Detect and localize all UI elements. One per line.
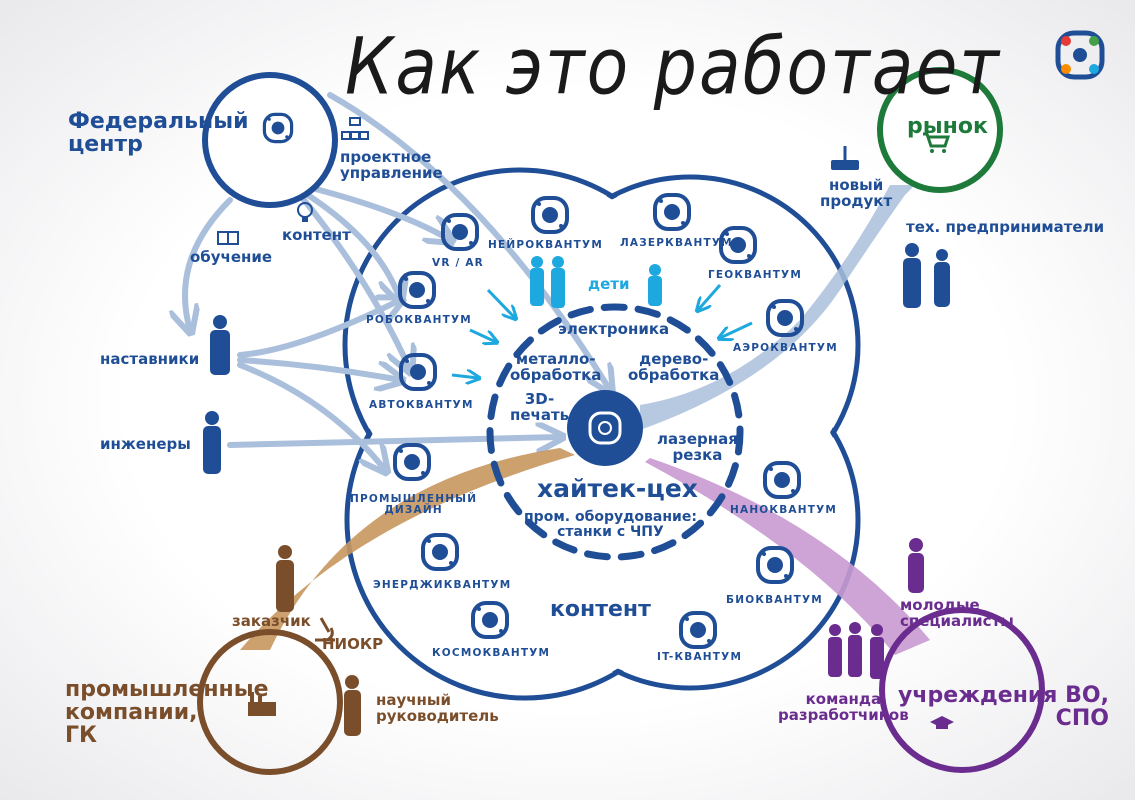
industry-line1: промышленные	[65, 677, 269, 702]
router-icon	[831, 146, 859, 170]
robo-label: РОБОКВАНТУМ	[366, 314, 472, 326]
microscope-icon	[315, 617, 335, 642]
universities-line1: учреждения ВО,	[898, 683, 1109, 708]
universities-label: учреждения ВО,СПО	[898, 684, 1109, 730]
metal-line1: металло-	[515, 350, 596, 368]
aero-label: АЭРОКВАНТУМ	[733, 342, 838, 354]
project-mgmt-line2: управление	[340, 163, 443, 182]
project-mgmt-line1: проектное	[340, 148, 432, 166]
content-center-label: контент	[550, 597, 651, 622]
market-band	[640, 185, 915, 430]
mentors-label: наставники	[100, 350, 200, 368]
federal-arrows	[185, 92, 610, 470]
entrepreneurs-label: тех. предприниматели	[906, 218, 1105, 236]
book-icon	[217, 231, 239, 245]
cosmo-label: КОСМОКВАНТУМ	[432, 647, 551, 659]
energy-label: ЭНЕРДЖИКВАНТУМ	[373, 579, 512, 591]
page-title: Как это работает	[345, 22, 1001, 113]
cart-icon	[923, 132, 951, 153]
new-product-line2: продукт	[820, 191, 893, 210]
auto-label: АВТОКВАНТУМ	[369, 399, 474, 411]
laser-cut-line2: резка	[672, 445, 723, 464]
3d-printing-label: 3D-печать	[510, 390, 570, 424]
kvantorium-logo-icon	[1055, 30, 1105, 80]
laser-cut-line1: лазерная	[657, 430, 738, 448]
children-label: дети	[588, 275, 630, 293]
graduation-cap-icon	[930, 716, 954, 729]
nano-label: НАНОКВАНТУМ	[730, 504, 838, 516]
bio-label: БИОКВАНТУМ	[726, 594, 823, 606]
supervisor-line2: руководитель	[376, 706, 499, 725]
geo-label: ГЕОКВАНТУМ	[708, 269, 802, 281]
mentor-silhouette	[210, 315, 230, 375]
factory-icon	[248, 692, 276, 716]
engineer-silhouette	[203, 411, 221, 474]
main-cloud-shape	[342, 167, 861, 701]
universities-band	[645, 458, 930, 655]
it-label: IT-КВАНТУМ	[657, 651, 743, 663]
new-product-line1: новый	[828, 176, 884, 194]
center-hub-icon	[567, 390, 643, 466]
equipment-line1: пром. оборудование:	[524, 509, 697, 525]
electronics-label: электроника	[558, 320, 670, 338]
print3d-line2: печать	[510, 405, 570, 424]
rnd-label: НИОКР	[322, 635, 384, 653]
project-management-icon	[341, 117, 369, 140]
market-label: рынок	[907, 114, 988, 139]
equipment-label: пром. оборудование:станки с ЧПУ	[524, 510, 697, 539]
lightbulb-icon	[297, 202, 313, 222]
young-specialists-line2: специалисты	[900, 611, 1014, 630]
industry-line3: ГК	[65, 723, 98, 749]
entrepreneurs-silhouettes	[903, 243, 950, 308]
children-arrows	[451, 284, 753, 378]
young-specialists-line1: молодые	[900, 596, 980, 614]
design-line2: ДИЗАЙН	[384, 504, 443, 517]
content-left-label: контент	[282, 226, 351, 244]
wood-line2: обработка	[628, 365, 720, 384]
neuro-label: НЕЙРОКВАНТУМ	[488, 239, 603, 251]
young-specialist-silhouette	[908, 538, 924, 593]
industry-line2: компании,	[65, 700, 198, 726]
equipment-line2: станки с ЧПУ	[557, 523, 664, 540]
supervisor-line1: научный	[376, 691, 451, 709]
hitech-label: хайтек-цех	[537, 474, 698, 503]
print3d-line1: 3D-	[524, 390, 555, 408]
supervisor-silhouette	[344, 675, 361, 736]
wood-line1: дерево-	[639, 350, 709, 368]
hitech-dashed-circle	[486, 303, 744, 561]
industry-circle	[197, 629, 343, 775]
training-label: обучение	[190, 248, 273, 266]
universities-line2: СПО	[1055, 706, 1109, 732]
metalworking-label: металло-обработка	[510, 350, 602, 384]
federal-line2: центр	[68, 132, 143, 158]
vr-ar-label: VR / AR	[432, 257, 484, 269]
children-silhouettes	[530, 256, 662, 308]
customer-label: заказчик	[232, 612, 311, 630]
universities-circle	[879, 607, 1045, 773]
design-line1: ПРОМЫШЛЕННЫЙ	[350, 493, 478, 505]
metal-line2: обработка	[510, 365, 602, 384]
customer-silhouette	[276, 545, 294, 612]
woodworking-label: дерево-обработка	[628, 350, 720, 384]
dev-team-silhouettes	[828, 622, 884, 679]
laser-label: ЛАЗЕРКВАНТУМ	[620, 237, 733, 249]
dev-team-line2: разработчиков	[778, 705, 909, 724]
federal-line1: Федеральный	[68, 109, 249, 134]
market-circle	[877, 67, 1003, 193]
engineers-label: инженеры	[100, 435, 191, 453]
dev-team-line1: команда	[805, 690, 882, 708]
